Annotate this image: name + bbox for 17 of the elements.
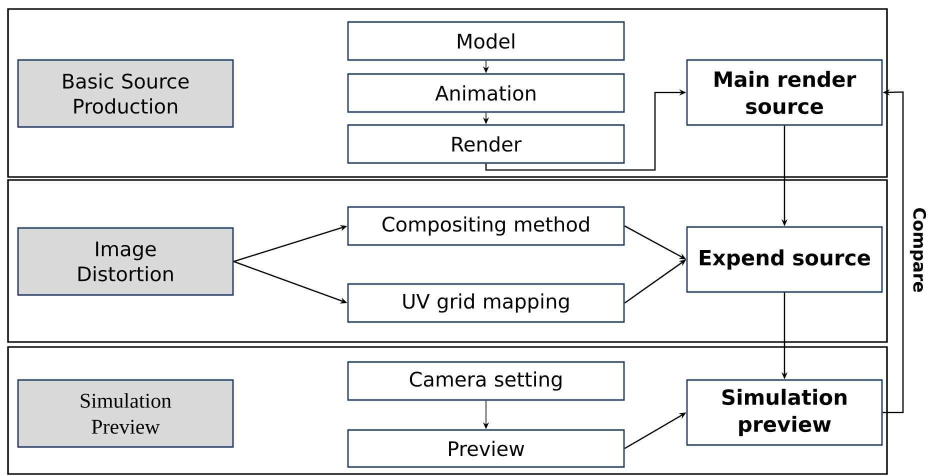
edge-label: Compare (910, 208, 926, 292)
stage-box: Image Distortion (17, 227, 234, 296)
section-band (7, 179, 888, 343)
output-box: Main render source (686, 59, 883, 126)
process-box: Camera setting (347, 361, 625, 401)
process-box: Animation (347, 73, 625, 113)
stage-box: Simulation Preview (17, 379, 234, 448)
process-box: Render (347, 124, 625, 164)
section-band (7, 8, 888, 178)
output-box: Expend source (686, 226, 883, 293)
output-box: Simulation preview (686, 379, 883, 446)
section-band (7, 346, 888, 475)
process-box: Model (347, 21, 625, 61)
process-box: Preview (347, 429, 625, 468)
process-box: Compositing method (347, 206, 625, 246)
process-box: UV grid mapping (347, 283, 625, 323)
stage-box: Basic Source Production (17, 59, 234, 128)
